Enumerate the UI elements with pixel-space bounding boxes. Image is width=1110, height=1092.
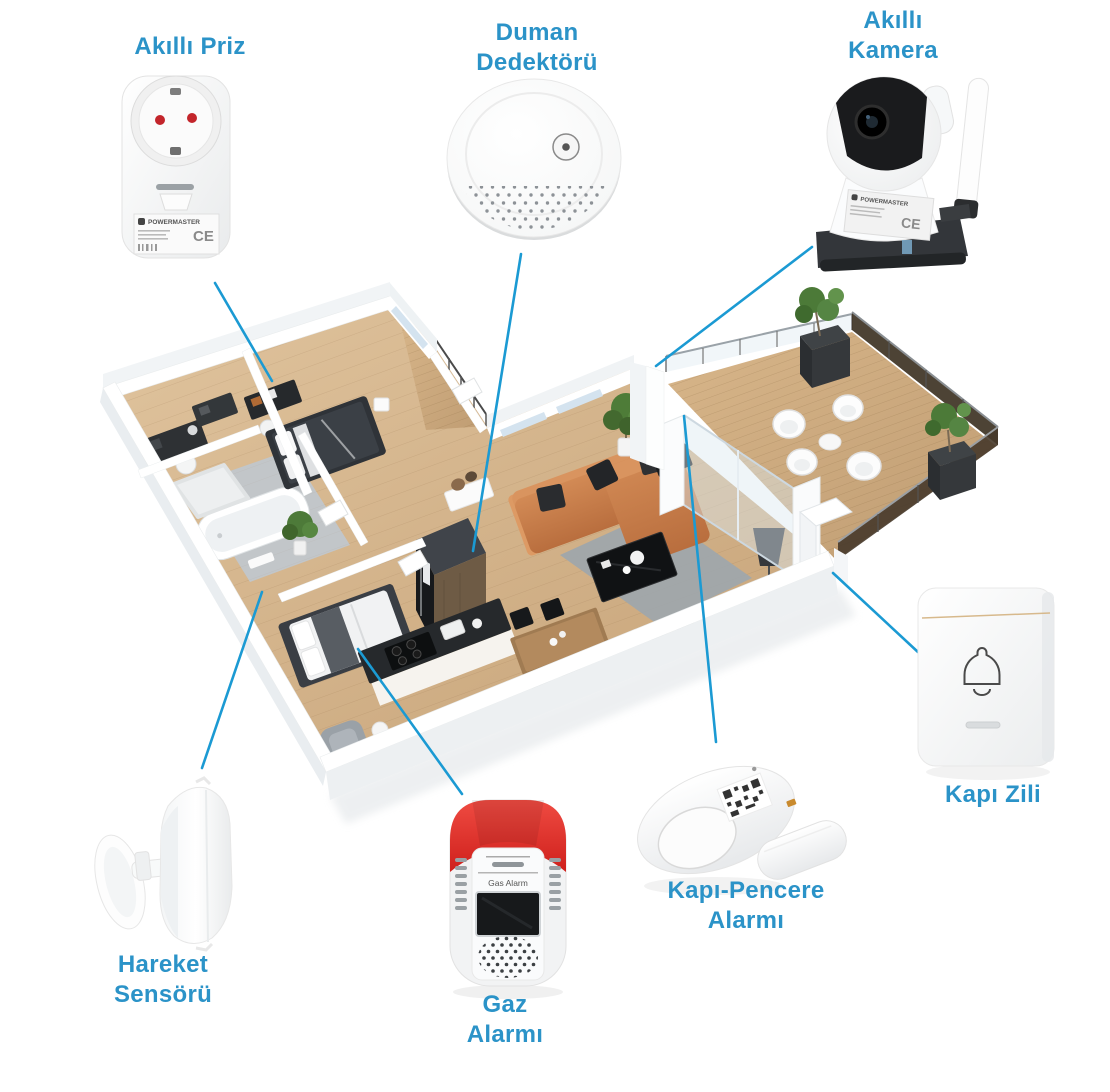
label-text: Dedektörü — [476, 49, 598, 76]
label-gas-alarm: Gaz Alarmı — [425, 990, 585, 1050]
smart-camera-image: POWERMASTER CE — [816, 76, 989, 272]
camera-antenna — [953, 77, 989, 219]
walls — [100, 282, 848, 800]
terrace-planter-2 — [925, 403, 976, 500]
office-shelf — [192, 392, 238, 427]
label-text: Kamera — [848, 37, 938, 64]
bedroom2-bed — [278, 584, 415, 688]
doorbell-indicator — [965, 721, 1001, 729]
label-text: Sensörü — [113, 981, 213, 1008]
camera-brand-text: POWERMASTER — [860, 197, 909, 208]
smoke-detector-image — [446, 78, 622, 240]
entry-console — [444, 471, 495, 512]
label-smoke-detector: Duman Dedektörü — [447, 18, 627, 78]
label-text: Alarmı — [466, 1021, 544, 1048]
connector-line-smoke-detector — [471, 252, 523, 553]
alarm-switch — [786, 798, 797, 807]
connector-line-doorbell — [831, 571, 921, 655]
label-text: Akıllı Priz — [134, 33, 246, 60]
gas-alarm-image: Gas Alarm — [449, 799, 567, 999]
label-smart-plug: Akıllı Priz — [100, 32, 280, 62]
connector-line-gas-alarm — [356, 647, 464, 796]
terrace-planter-1 — [795, 287, 850, 388]
label-text: Akıllı — [863, 7, 923, 34]
gas-alarm-screen-label: Gas Alarm — [488, 878, 528, 888]
plug-ce-mark: CE — [193, 228, 214, 245]
alarm-magnet — [757, 820, 847, 880]
label-door-window-alarm: Kapı-Pencere Alarmı — [631, 876, 861, 936]
plug-pin-right — [187, 113, 197, 123]
label-doorbell: Kapı Zili — [908, 780, 1078, 810]
connector-lines — [200, 245, 921, 796]
connector-line-smart-plug — [213, 281, 274, 383]
door-window-alarm-image — [637, 765, 847, 895]
nightstand — [373, 397, 390, 412]
label-motion-sensor: Hareket Sensörü — [78, 950, 248, 1010]
label-text: Hareket — [117, 951, 209, 978]
kitchen-counter — [358, 598, 521, 706]
coffee-table — [586, 531, 678, 603]
plug-label: POWERMASTER CE — [133, 213, 220, 255]
plug-pin-left — [155, 115, 165, 125]
doorbell-image — [917, 587, 1055, 780]
alarm-button — [657, 806, 737, 870]
connector-line-motion-sensor — [200, 590, 264, 770]
alarm-qr-sticker — [716, 772, 773, 822]
glass-partition — [659, 414, 853, 588]
bell-icon — [963, 646, 1001, 696]
label-text: Kapı-Pencere — [667, 877, 825, 904]
terrace — [665, 287, 999, 560]
smart-plug-image: POWERMASTER CE — [121, 75, 231, 259]
label-text: Kapı Zili — [944, 781, 1042, 808]
camera-ce-mark: CE — [900, 214, 921, 232]
plug-brand-text: POWERMASTER — [148, 219, 200, 226]
gas-alarm-speaker — [478, 936, 538, 978]
connector-line-smart-camera — [654, 245, 814, 368]
building-shadow — [330, 588, 856, 824]
label-smart-camera: Akıllı Kamera — [803, 6, 983, 66]
terrace-chairs — [772, 394, 882, 481]
corridor-plant — [282, 511, 318, 556]
label-text: Gaz — [482, 991, 528, 1018]
label-text: Alarmı — [707, 907, 785, 934]
office-rug — [172, 463, 250, 519]
gas-alarm-vents — [455, 858, 561, 910]
label-text: Duman — [495, 19, 579, 46]
connector-line-door-window-alarm — [682, 414, 718, 744]
camera-label: POWERMASTER CE — [843, 189, 935, 241]
motion-sensor-image — [94, 776, 233, 952]
floorplan — [100, 282, 999, 824]
